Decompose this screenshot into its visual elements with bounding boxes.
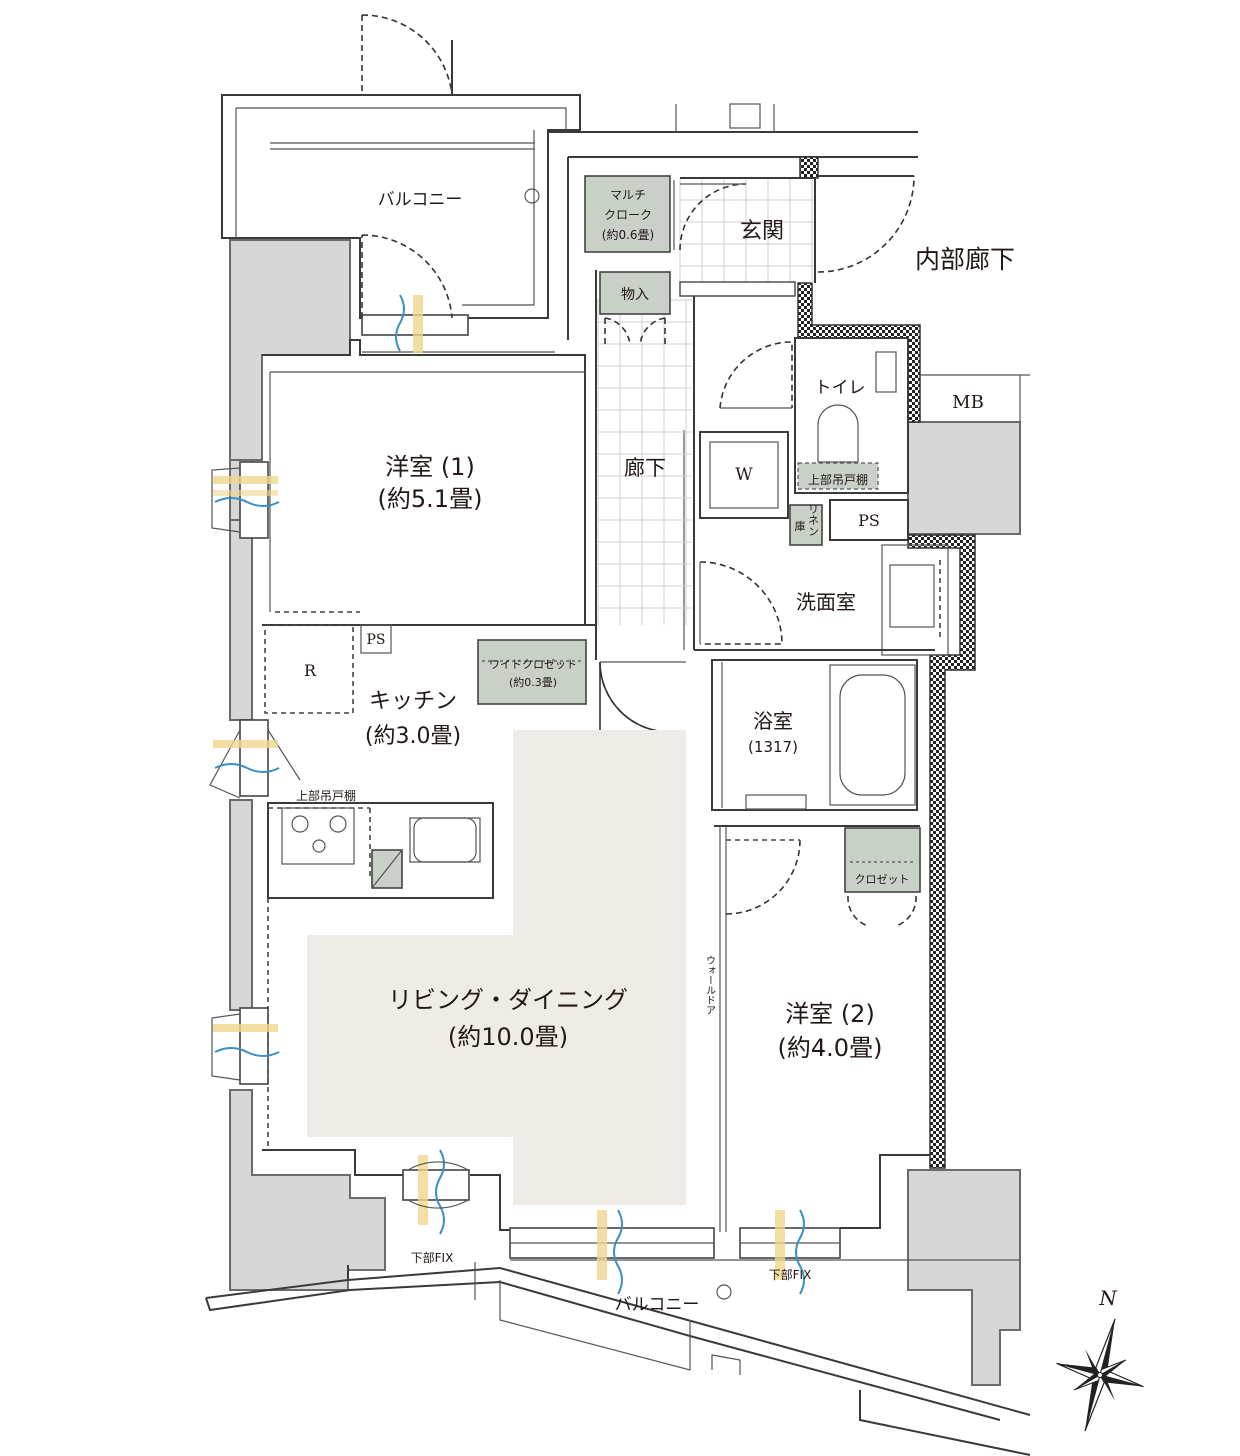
multi-cloak-size: (約0.6畳): [602, 227, 654, 242]
multi-cloak: マルチ クローク (約0.6畳): [584, 175, 675, 253]
interior-outline: [262, 157, 695, 650]
fix-left-label: 下部FIX: [411, 1250, 454, 1265]
utility-shafts: [829, 374, 1030, 541]
multi-cloak-label-2: クローク: [604, 208, 652, 222]
balcony-bottom-label: バルコニー: [615, 1295, 700, 1315]
window-living-bottom: [509, 1209, 715, 1295]
wide-closet-size: (約0.3畳): [509, 675, 557, 689]
exterior-walls: [229, 239, 1021, 1386]
wall-door-label: ウォールドア: [704, 955, 716, 1015]
compass: N: [1056, 1286, 1144, 1432]
linen-label-1: リネン: [807, 504, 820, 537]
balcony-top-label: バルコニー: [378, 190, 463, 210]
fix-right-label: 下部FIX: [769, 1267, 812, 1282]
multi-cloak-label-1: マルチ: [610, 188, 646, 202]
toilet-label: トイレ: [815, 378, 866, 398]
ps-right-label: PS: [858, 511, 880, 530]
window-fix-left: [402, 1149, 470, 1235]
windows: [209, 234, 841, 1295]
storage-label: 物入: [621, 287, 649, 303]
washer-label: W: [735, 465, 753, 485]
living-dining-size: (約10.0畳): [448, 1023, 568, 1051]
entrance-area: [679, 175, 915, 283]
living-floor: [262, 730, 686, 1231]
window-balcony-top: [361, 234, 555, 353]
fridge-label: R: [304, 661, 317, 680]
bath-size: (1317): [748, 738, 798, 756]
washroom-label: 洗面室: [796, 590, 856, 614]
compass-rose-icon: [1056, 1318, 1144, 1432]
western-room-2: [714, 825, 930, 1232]
washroom: [694, 544, 949, 656]
wide-closet-label: ワイドクロゼット: [489, 658, 577, 671]
storage-closet: 物入: [599, 271, 671, 348]
ps-kitchen-label: PS: [366, 632, 385, 648]
kitchen: [264, 624, 686, 899]
western-room-1-name: 洋室 (1): [385, 453, 475, 481]
room-labels: バルコニー 玄関 内部廊下 トイレ MB 洋室 (1) (約5.1畳) 廊下 W…: [296, 190, 1015, 1315]
toilet-room: [719, 337, 909, 494]
window-fix-right: [739, 1209, 841, 1295]
linen-label-2: 庫: [795, 519, 806, 533]
window-kitchen: [209, 719, 301, 799]
western-room-2-name: 洋室 (2): [785, 1000, 875, 1028]
balcony-top: [221, 14, 581, 319]
tile-floor: [597, 177, 815, 625]
western-room-1-size: (約5.1畳): [378, 485, 483, 513]
living-dining-name: リビング・ダイニング: [388, 986, 628, 1014]
bath-name: 浴室: [753, 709, 793, 733]
balcony-bottom: [205, 1259, 1031, 1456]
kitchen-name: キッチン: [369, 689, 457, 714]
window-western1: [211, 461, 280, 539]
closet-label: クロゼット: [855, 873, 910, 886]
hallway-label: 廊下: [624, 456, 666, 480]
kitchen-size: (約3.0畳): [365, 724, 461, 749]
washer-area: [699, 431, 823, 546]
upper-cabinet-kitchen-label: 上部吊戸棚: [296, 788, 356, 803]
western-room-2-size: (約4.0畳): [778, 1034, 883, 1062]
window-living: [211, 1007, 280, 1085]
compass-north-label: N: [1098, 1286, 1118, 1310]
upper-cabinet-toilet-label: 上部吊戸棚: [808, 472, 868, 487]
bathroom: [711, 659, 918, 811]
entrance-label: 玄関: [740, 219, 784, 244]
mb-label: MB: [952, 392, 984, 413]
building-edge-top: [548, 103, 918, 158]
inner-corridor-label: 内部廊下: [915, 245, 1015, 274]
